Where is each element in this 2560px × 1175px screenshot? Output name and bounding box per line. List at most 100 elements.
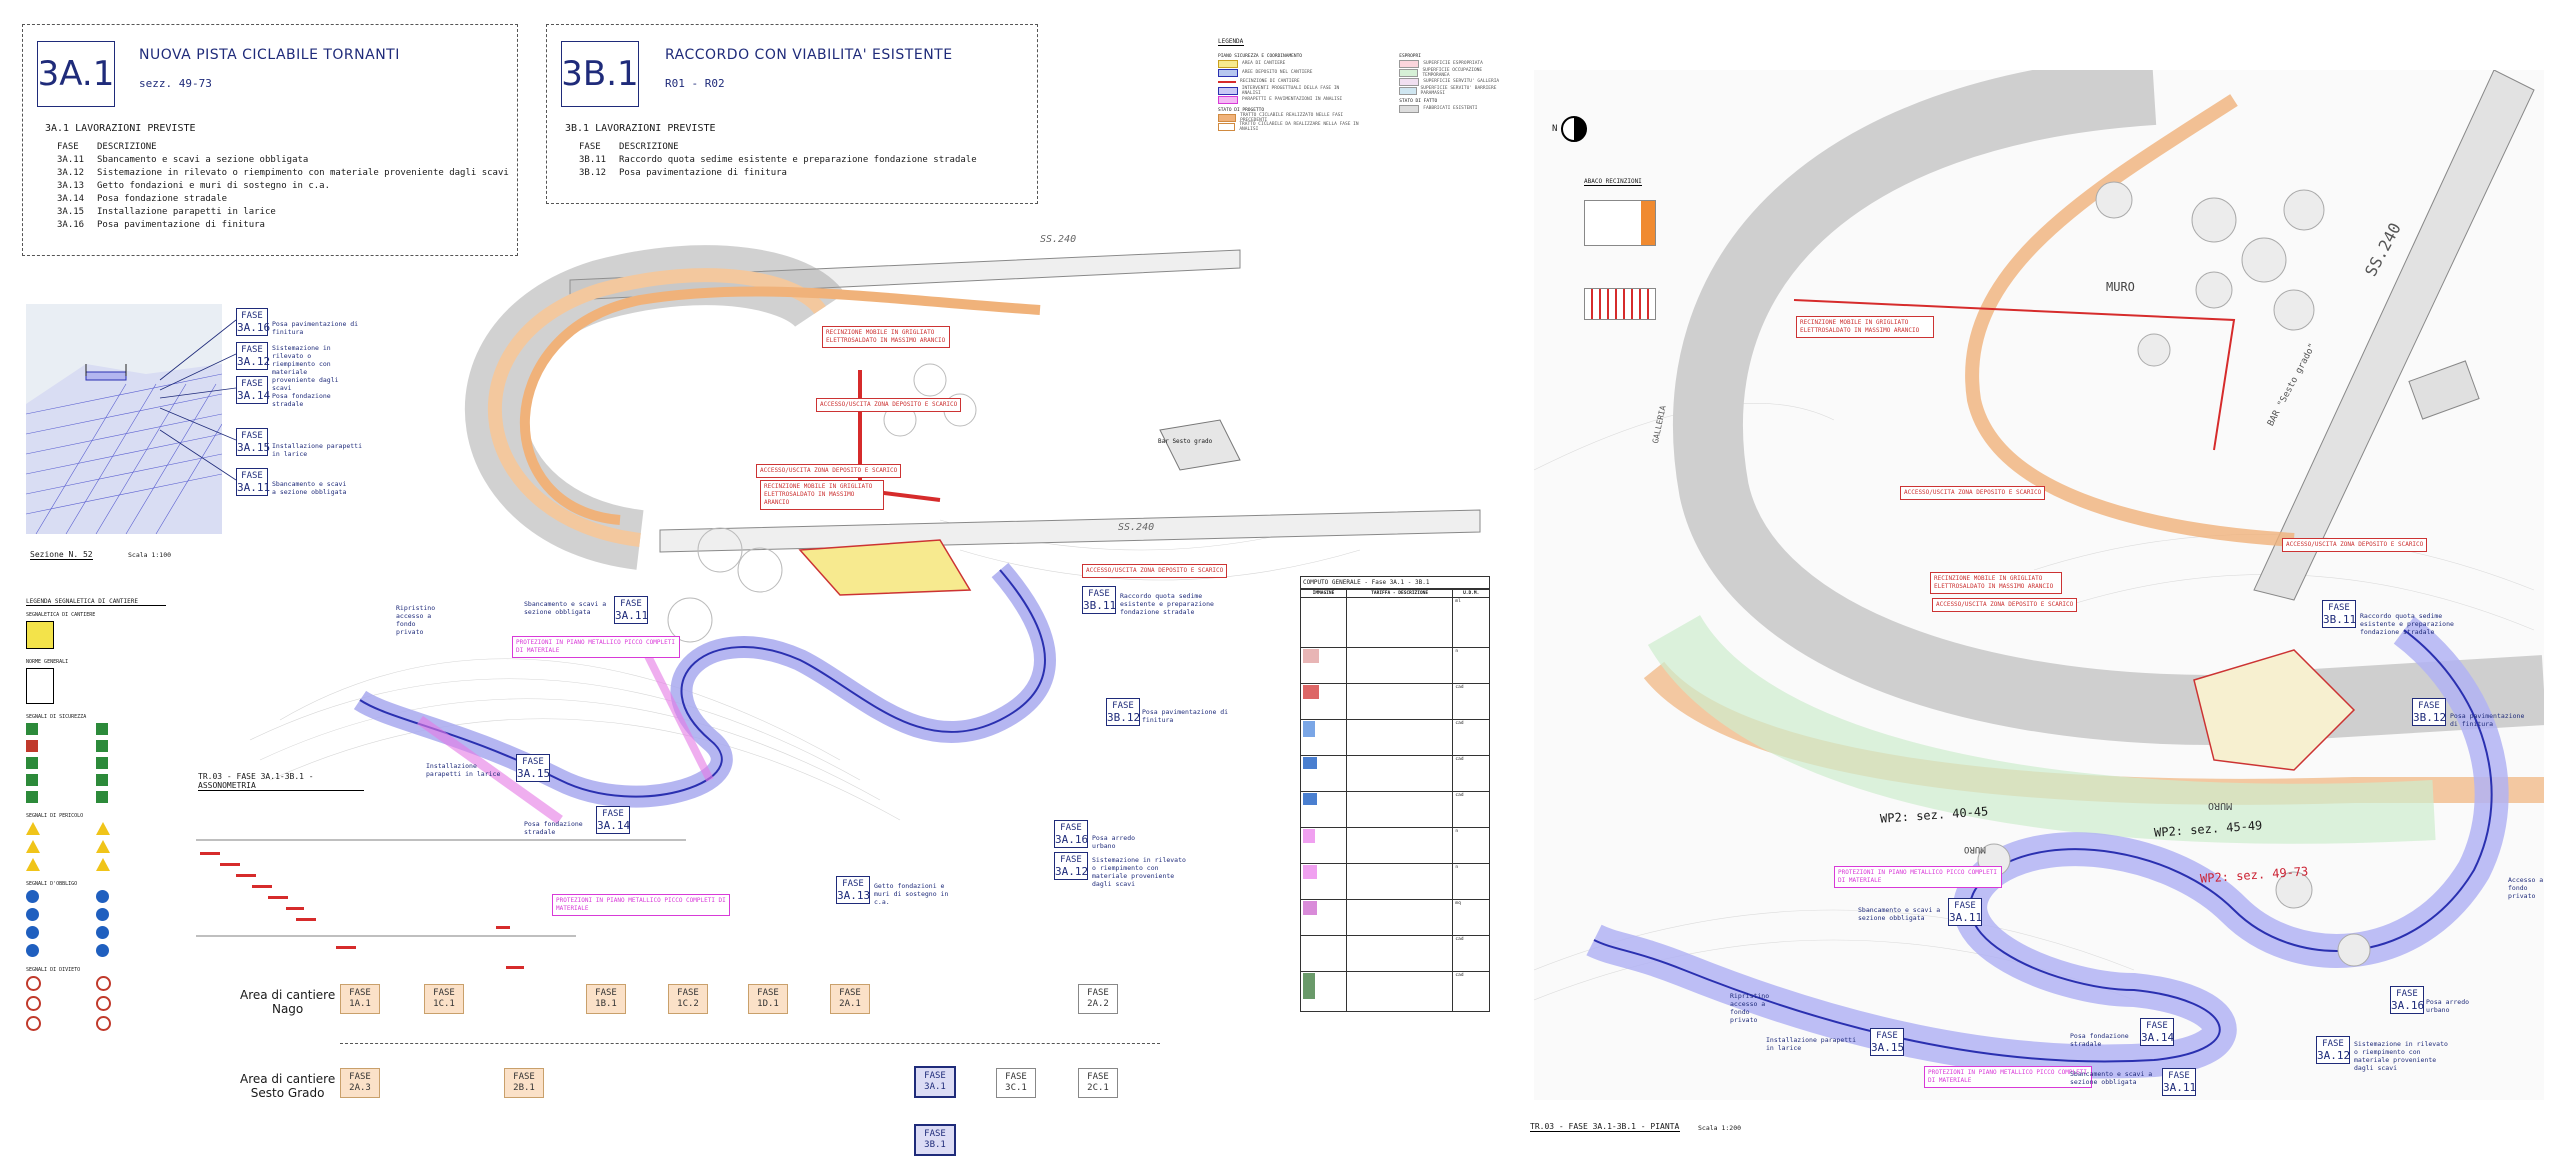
mandatory-sign-icon (26, 890, 39, 903)
road-label: SS.240 (1040, 234, 1077, 245)
fase-code: 3B.12 (2413, 711, 2447, 724)
warning-triangle-icon (26, 822, 40, 835)
gantt-sublabel: Nago (271, 1002, 304, 1016)
axon-title: TR.03 - FASE 3A.1-3B.1 - ASSONOMETRIA (198, 772, 364, 791)
gantt-axis (340, 1043, 1160, 1044)
fase-code: 3A.1 (924, 1082, 946, 1092)
plan-protection-callout: PROTEZIONI IN PIANO METALLICO PICCO COMP… (1924, 1066, 2092, 1088)
gantt-row-label: Area di cantiere Nago (240, 988, 335, 1016)
fase-code: 1C.2 (677, 999, 699, 1009)
legenda-label: SUPERFICIE OCCUPAZIONE TEMPORANEA (1422, 67, 1483, 78)
col-fase: FASE (57, 142, 79, 152)
computo-row: cad (1300, 683, 1490, 720)
works-title: 3B.1 LAVORAZIONI PREVISTE (565, 123, 716, 134)
fase-code: 3A.11 (615, 609, 649, 622)
computo-row: n (1300, 863, 1490, 900)
swatch-icon (1218, 86, 1238, 95)
fase-code: 3A.12 (1055, 865, 1089, 878)
warning-triangle-icon (26, 840, 40, 853)
section-leader-lines (159, 319, 237, 481)
row-fase: 3B.12 (579, 168, 607, 178)
fase-label: FASE (433, 988, 455, 998)
fase-code: 2C.1 (1087, 1083, 1109, 1093)
prohibition-sign-icon (26, 1016, 41, 1031)
computo-row: ml (1300, 597, 1490, 648)
mandatory-signs-grid (26, 890, 166, 957)
safety-signs-grid (26, 723, 166, 803)
signage-group-label: SEGNALETICA DI CANTIERE (26, 612, 96, 618)
timeline-scale (196, 839, 686, 969)
fase-code: 2A.2 (1087, 999, 1109, 1009)
legenda-item: SUPERFICIE SERVITU' BARRIERE PARAMASSI (1399, 86, 1508, 96)
legenda-col: ESPROPRI SUPERFICIE ESPROPRIATA SUPERFIC… (1399, 54, 1508, 131)
axon-phase-note: Posa fondazione stradale (524, 820, 583, 836)
computo-title: COMPUTO GENERALE - Fase 3A.1 - 3B.1 (1300, 576, 1490, 589)
fire-sign-icon (26, 740, 38, 752)
row-desc: Installazione parapetti in larice (97, 207, 276, 217)
col-desc: DESCRIZIONE (97, 142, 157, 152)
udm-cell: n (1452, 647, 1490, 684)
plan-wall-label: MURO (1964, 844, 1986, 854)
warning-triangle-icon (26, 858, 40, 871)
fase-label: FASE (839, 988, 861, 998)
prohibition-sign-icon (96, 996, 111, 1011)
fase-code: 3A.16 (2391, 999, 2425, 1012)
panel-thumb-icon (1303, 901, 1317, 915)
fase-label: FASE (241, 345, 263, 355)
fase-label: FASE (924, 1071, 946, 1081)
container-thumb-icon (1303, 721, 1315, 737)
abaco-drawing (1584, 200, 1656, 246)
plan-wall-label: MURO (2106, 280, 2135, 294)
row-fase: 3A.16 (57, 220, 85, 230)
plan-scale: Scala 1:200 (1698, 1124, 1742, 1132)
row-desc: Getto fondazioni e muri di sostegno in c… (97, 181, 330, 191)
udm-cell: cad (1452, 683, 1490, 720)
section-phase-note: Sbancamento e scavi a sezione obbligata (272, 480, 347, 496)
section-title: Sezione N. 52 (30, 550, 93, 560)
safety-sign-icon (96, 757, 108, 769)
swatch-icon (1218, 68, 1238, 77)
fase-label: FASE (241, 471, 263, 481)
legenda: LEGENDA PIANO SICUREZZA E COORDINAMENTO … (1218, 38, 1508, 208)
udm-cell: cad (1452, 755, 1490, 792)
signage-legend-title: LEGENDA SEGNALETICA DI CANTIERE (26, 598, 166, 606)
fase-code: 3B.1 (924, 1140, 946, 1150)
signage-rules-icon (26, 668, 54, 704)
